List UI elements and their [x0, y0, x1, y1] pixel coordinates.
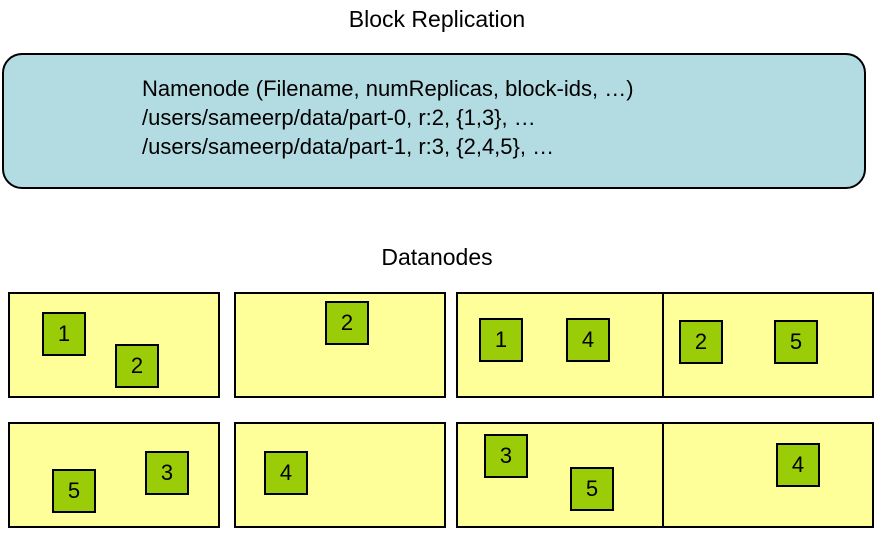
block-replica: 2 — [679, 320, 723, 364]
block-replica: 1 — [42, 312, 86, 356]
block-replica: 1 — [479, 318, 523, 362]
block-replica: 4 — [776, 443, 820, 487]
block-replica: 5 — [774, 320, 818, 364]
namenode-file-line-part-1: /users/sameerp/data/part-1, r:3, {2,4,5}… — [142, 134, 555, 159]
block-replica: 4 — [566, 318, 610, 362]
block-replica: 2 — [325, 301, 369, 345]
namenode-header-line: Namenode (Filename, numReplicas, block-i… — [142, 76, 634, 101]
datanode-2: 2 — [234, 292, 446, 398]
datanode-3: 1 4 — [456, 292, 668, 398]
datanode-6: 4 — [234, 422, 446, 528]
datanode-5: 5 3 — [8, 422, 220, 528]
block-replica: 3 — [145, 451, 189, 495]
namenode-panel: Namenode (Filename, numReplicas, block-i… — [2, 53, 866, 189]
block-replica: 3 — [484, 434, 528, 478]
datanode-8: 4 — [662, 422, 874, 528]
namenode-metadata-text: Namenode (Filename, numReplicas, block-i… — [142, 74, 634, 161]
datanode-1: 1 2 — [8, 292, 220, 398]
block-replica: 5 — [570, 467, 614, 511]
datanode-4: 2 5 — [662, 292, 874, 398]
block-replica: 4 — [264, 451, 308, 495]
datanodes-section-label: Datanodes — [381, 244, 493, 270]
block-replica: 2 — [115, 344, 159, 388]
datanode-7: 3 5 — [456, 422, 668, 528]
block-replica: 5 — [52, 469, 96, 513]
page-title: Block Replication — [348, 6, 526, 32]
namenode-file-line-part-0: /users/sameerp/data/part-0, r:2, {1,3}, … — [142, 105, 536, 130]
